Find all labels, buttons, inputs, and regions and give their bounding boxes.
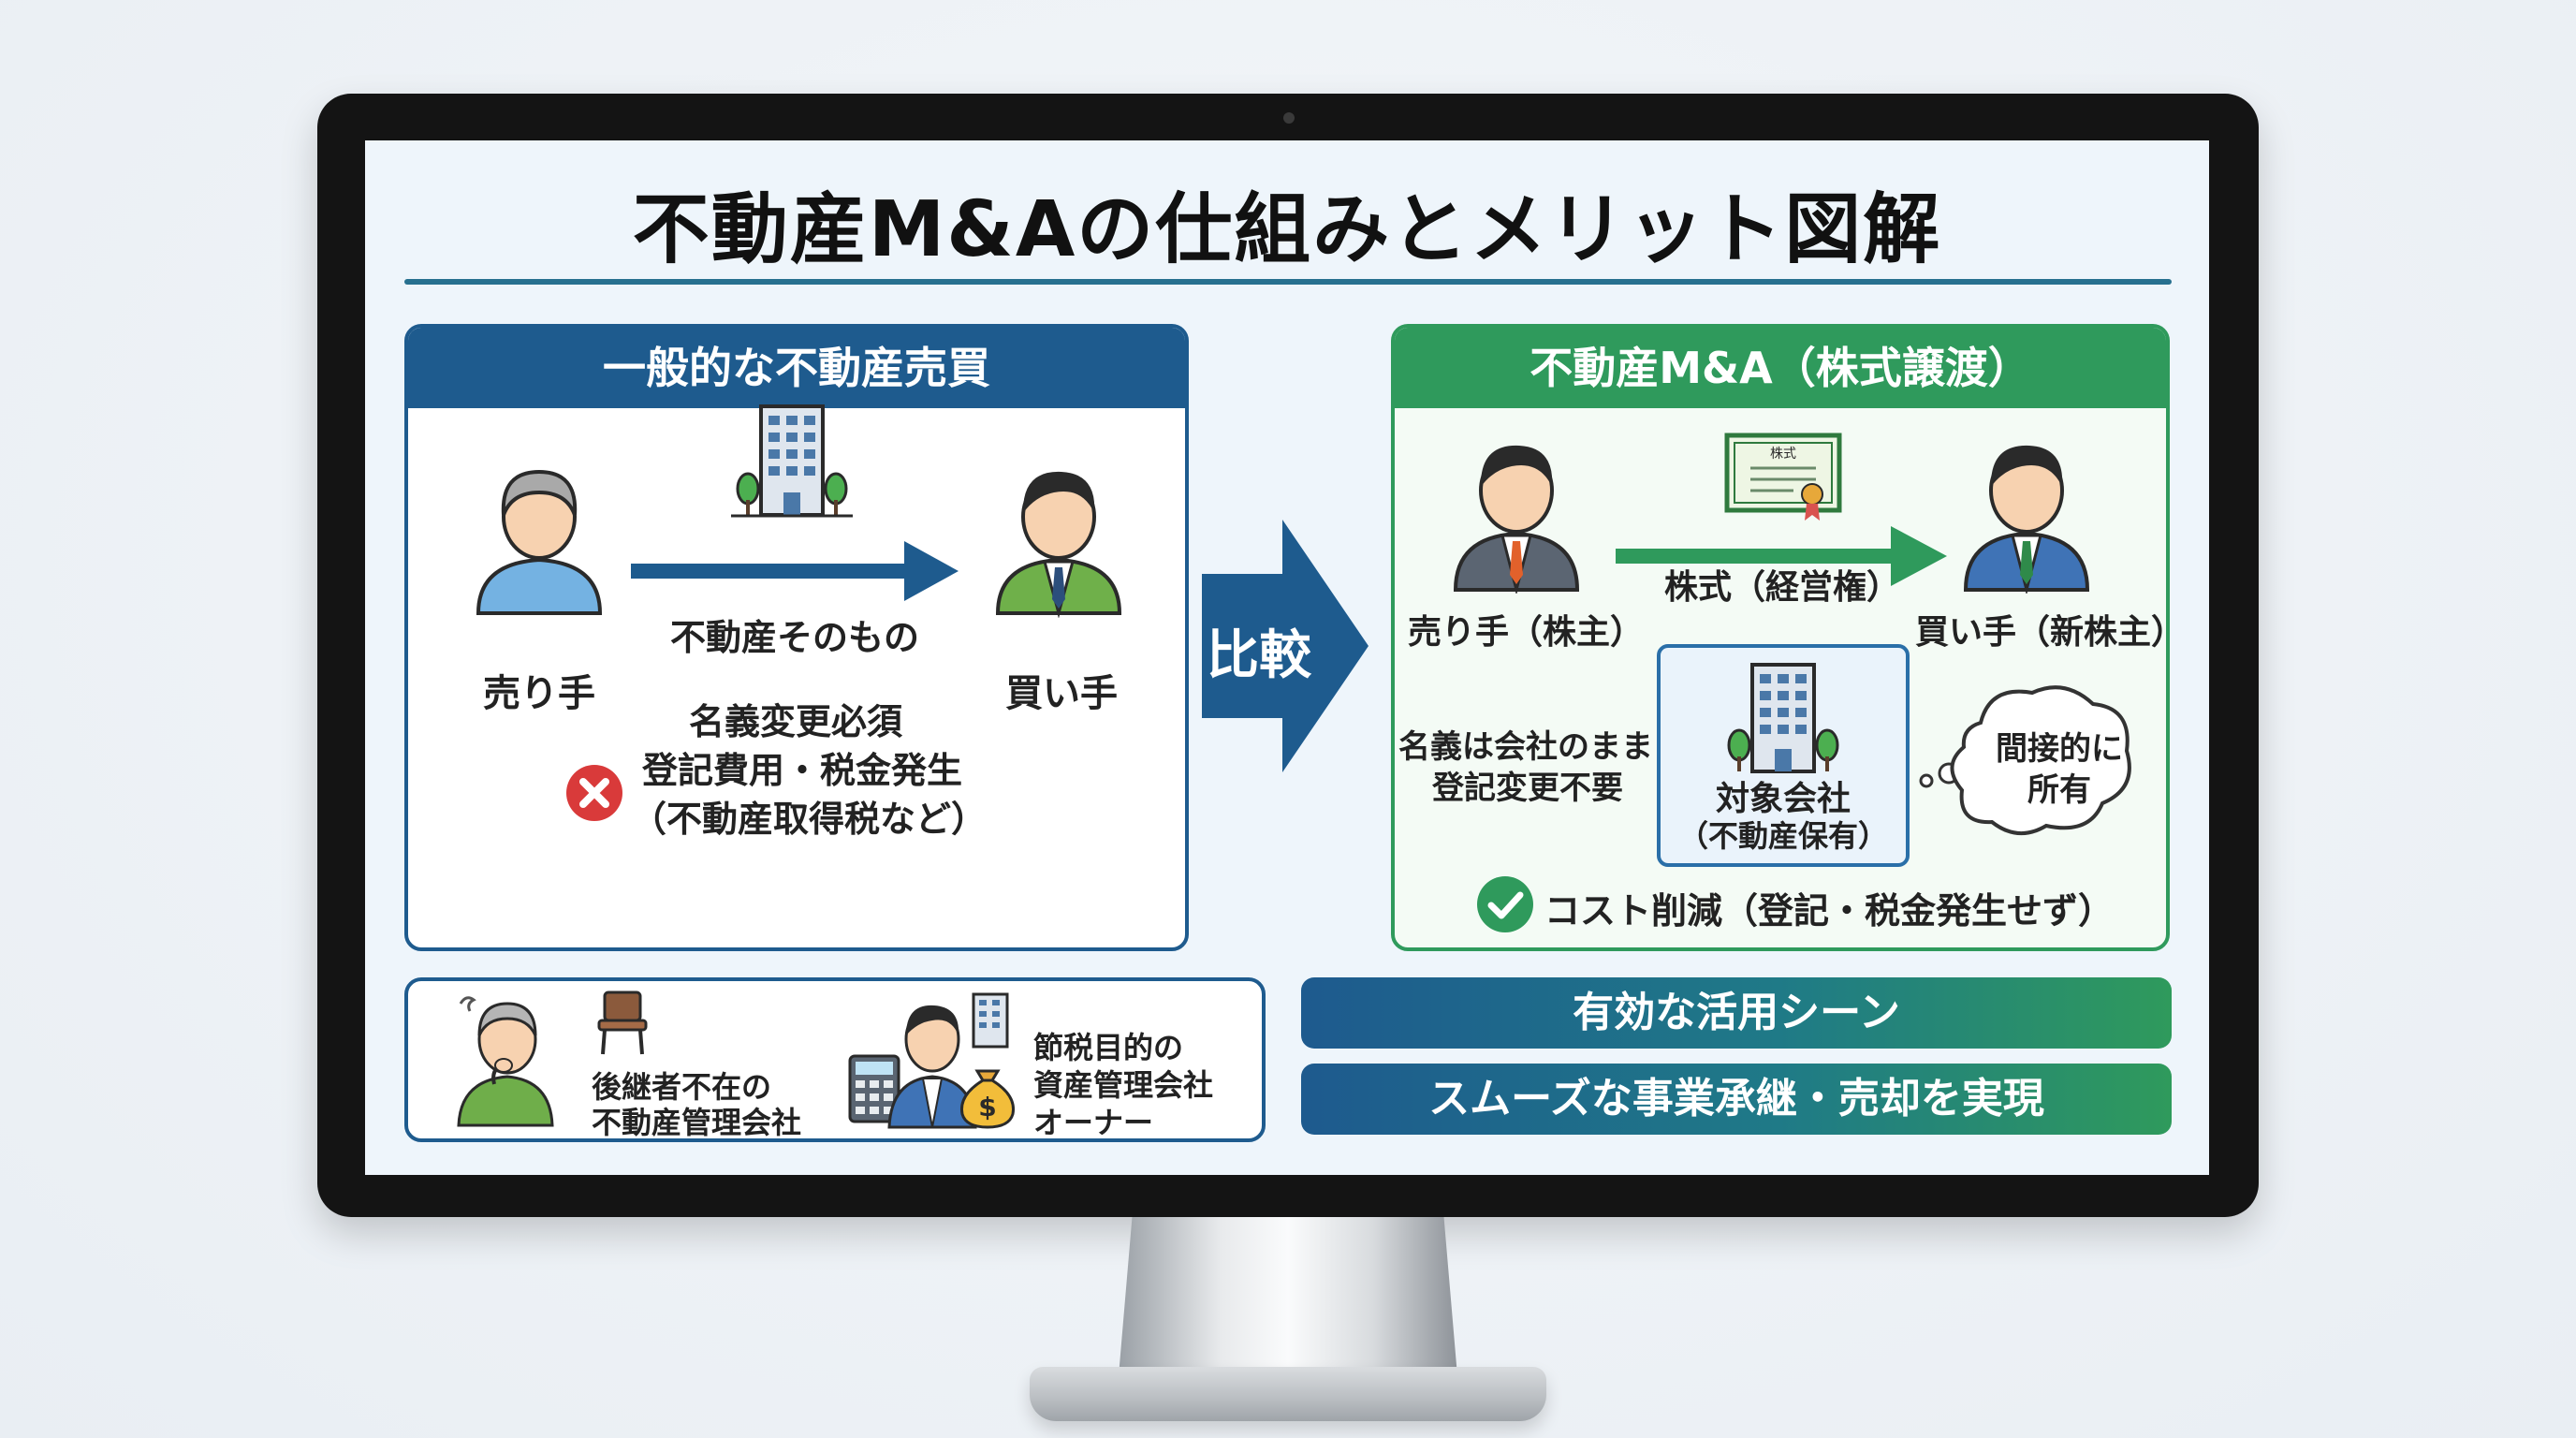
new-shareholder-buyer-label: 買い手（新株主） bbox=[1915, 613, 2186, 652]
name-remains-note: 名義は会社のまま bbox=[1398, 728, 1653, 766]
compare-arrow bbox=[1202, 520, 1368, 772]
case1-line-2: 不動産管理会社 bbox=[592, 1105, 802, 1140]
worried-elderly-owner-icon bbox=[457, 996, 554, 1127]
money-bag-icon: $ bbox=[959, 1069, 1016, 1129]
smooth-succession-band: スムーズな事業承継・売却を実現 bbox=[1301, 1064, 2172, 1135]
asset-company-owner-icon bbox=[887, 1005, 977, 1129]
property-transfer-label: 不動産そのもの bbox=[670, 617, 920, 658]
ma-header: 不動産M&A（株式譲渡） bbox=[1395, 328, 2166, 408]
effective-scene-band: 有効な活用シーン bbox=[1301, 977, 2172, 1049]
empty-chair-icon bbox=[597, 990, 648, 1055]
new-shareholder-buyer-icon bbox=[1963, 445, 2090, 594]
case1-line-1: 後継者不在の bbox=[592, 1069, 772, 1105]
target-company-building-icon bbox=[1727, 663, 1839, 773]
monitor-screen: 不動産M&Aの仕組みとメリット図解 一般的な不動産売買 売り手 bbox=[365, 140, 2209, 1175]
monitor-stand-base bbox=[1030, 1367, 1546, 1421]
property-transfer-arrow bbox=[631, 541, 959, 601]
money-symbol: $ bbox=[978, 1092, 996, 1123]
case2-line-1: 節税目的の bbox=[1033, 1030, 1184, 1065]
bubble-line-1: 間接的に bbox=[1996, 730, 2123, 768]
calculator-icon bbox=[848, 1054, 900, 1123]
shareholder-seller-label: 売り手（株主） bbox=[1408, 613, 1645, 652]
case2-line-2: 資産管理会社 bbox=[1033, 1067, 1214, 1103]
check-icon bbox=[1477, 876, 1533, 932]
ma-share-transfer-panel: 不動産M&A（株式譲渡） 売り手（株主） 株式 株式（経営権） bbox=[1391, 324, 2185, 951]
share-transfer-arrow bbox=[1616, 526, 1947, 586]
seller-label: 売り手 bbox=[483, 672, 595, 715]
title-underline bbox=[404, 279, 2172, 285]
monitor-stand-neck bbox=[1119, 1217, 1457, 1376]
buyer-label: 買い手 bbox=[1005, 672, 1118, 715]
share-certificate-icon: 株式 bbox=[1724, 433, 1842, 521]
diagram-title: 不動産M&Aの仕組みとメリット図解 bbox=[632, 185, 1942, 274]
shareholder-seller-icon bbox=[1453, 445, 1580, 594]
use-case-panel: 後継者不在の 不動産管理会社 $ bbox=[404, 977, 1266, 1142]
compare-label: 比較 bbox=[1207, 625, 1311, 686]
bubble-line-2: 所有 bbox=[2027, 771, 2091, 809]
small-building-icon bbox=[972, 992, 1009, 1049]
buyer-person-icon bbox=[995, 471, 1122, 618]
normal-sale-panel: 一般的な不動産売買 売り手 不動 bbox=[404, 324, 1189, 951]
camera-dot bbox=[1283, 112, 1295, 124]
share-transfer-label: 株式（経営権） bbox=[1664, 568, 1901, 607]
no-registration-change-note: 登記変更不要 bbox=[1432, 770, 1623, 807]
normal-sale-header: 一般的な不動産売買 bbox=[408, 328, 1185, 408]
issue-line-2: 登記費用・税金発生 bbox=[642, 750, 963, 791]
issue-line-1: 名義変更必須 bbox=[689, 701, 903, 742]
issue-line-3: （不動産取得税など） bbox=[631, 799, 988, 840]
indirect-ownership-bubble bbox=[1919, 685, 2131, 836]
target-company-label: 対象会社 bbox=[1715, 780, 1851, 818]
cost-reduction-benefit: コスト削減（登記・税金発生せず） bbox=[1544, 890, 2115, 932]
building-icon bbox=[731, 404, 853, 518]
target-company-sublabel: （不動産保有） bbox=[1677, 818, 1888, 854]
target-company-box: 対象会社 （不動産保有） bbox=[1657, 644, 1910, 867]
case2-line-3: オーナー bbox=[1033, 1105, 1154, 1140]
error-x-icon bbox=[566, 765, 622, 821]
certificate-text: 株式 bbox=[1770, 447, 1796, 462]
seller-person-icon bbox=[476, 469, 603, 615]
